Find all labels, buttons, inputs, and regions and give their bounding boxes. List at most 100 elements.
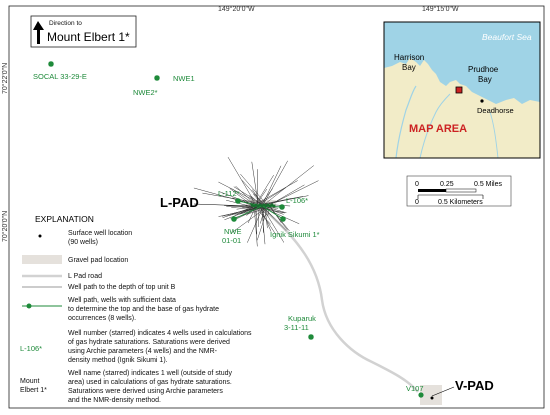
scale-mi-05: 0.5 Miles: [474, 181, 503, 188]
legend-star-1: of gas hydrate saturations. Saturations …: [68, 339, 230, 346]
coord-top-left: 149°20'0"W: [218, 5, 255, 13]
well-path: [218, 181, 262, 205]
legend-surface-sub: (90 wells): [68, 239, 98, 246]
label-ignik: Ignik Sikumi 1*: [270, 230, 320, 239]
well-path: [256, 207, 268, 241]
well-path: [227, 156, 258, 208]
label-nwe-b: 01-01: [222, 236, 241, 245]
map-frame: [8, 5, 545, 409]
legend-sufficient-1: to determine the top and the base of gas…: [68, 306, 219, 313]
legend-name-2: Saturations were derived using Archie pa…: [68, 388, 223, 395]
well-socal[interactable]: [47, 60, 55, 68]
scale-km-0: 0: [415, 199, 419, 206]
label-nwe2: NWE2*: [133, 88, 158, 97]
v-pad-leader: [431, 386, 455, 397]
well-path: [262, 165, 282, 205]
label-v107: V107: [406, 384, 424, 393]
well-path: [257, 204, 260, 228]
legend-star-0: Well number (starred) indicates 4 wells …: [68, 330, 252, 337]
well-path: [257, 187, 287, 206]
legend-sufficient-0: Well path, wells with sufficient data: [68, 297, 176, 304]
inset-river-3: [489, 111, 499, 159]
inset-map: Beaufort Sea Harrison Bay Prudhoe Bay De…: [383, 21, 541, 159]
map-area-marker: [455, 86, 463, 94]
surface-well-v: [430, 396, 434, 400]
gravel-pad-v: [420, 385, 442, 405]
well-path: [255, 174, 274, 205]
well-path: [235, 185, 256, 205]
well-path: [249, 195, 256, 206]
legend-surface: Surface well location: [68, 230, 132, 237]
label-nwe1: NWE1: [173, 74, 195, 83]
well-path: [259, 165, 314, 208]
coord-top-right: 149°15'0"W: [422, 5, 459, 13]
well-l106[interactable]: [279, 204, 285, 210]
legend-name-key-a: Mount: [20, 378, 40, 385]
well-path: [262, 160, 288, 207]
legend-sufficient-dot: [26, 303, 32, 309]
inset-land: [384, 58, 540, 158]
well-ignik[interactable]: [280, 216, 286, 222]
legend-title: EXPLANATION: [35, 214, 94, 224]
legend-sufficient-2: occurrences (8 wells).: [68, 315, 136, 322]
well-path: [230, 207, 267, 234]
inset-sea: Beaufort Sea: [482, 32, 532, 42]
legend-star-2: using Archie parameters (4 wells) and th…: [68, 348, 218, 355]
well-nwe[interactable]: [153, 74, 161, 82]
well-path: [256, 188, 268, 205]
scale-mi-0: 0: [415, 181, 419, 188]
inset-deadhorse: Deadhorse: [477, 106, 514, 115]
well-path: [264, 206, 268, 229]
inset-river: [395, 85, 417, 159]
coord-lat-mid: 70°20'0"N: [1, 211, 9, 242]
well-path: [261, 203, 291, 207]
inset-harrison-a: Harrison: [394, 53, 424, 62]
label-socal: SOCAL 33-29-E: [33, 72, 87, 81]
label-kuparuk-a: Kuparuk: [288, 314, 316, 323]
l-pad-leader: [193, 203, 251, 207]
label-nwe-a: NWE: [224, 227, 242, 236]
direction-arrow-icon: [33, 21, 44, 44]
label-kuparuk-b: 3-11-11: [284, 323, 309, 332]
legend-name-3: and the NMR-density method.: [68, 397, 161, 404]
well-kuparuk[interactable]: [307, 333, 315, 341]
direction-target: Mount Elbert 1*: [47, 30, 130, 44]
inset-map-area: MAP AREA: [409, 123, 467, 135]
well-v107[interactable]: [418, 392, 424, 398]
legend-name-key-b: Elbert 1*: [20, 387, 47, 394]
inset-river-2: [419, 93, 451, 159]
v-pad-label: V-PAD: [455, 378, 494, 393]
legend-star-3: density method (Ignik Sikumi 1).: [68, 357, 168, 364]
scale-bar: 0 0.25 0.5 Miles 0 0.5 Kilometers: [406, 175, 512, 207]
scale-km-05: 0.5 Kilometers: [438, 199, 483, 206]
legend-star-key: L-106*: [20, 344, 42, 353]
well-l112[interactable]: [235, 198, 241, 204]
well-path: [267, 203, 288, 231]
inset-prudhoe-a: Prudhoe: [468, 65, 499, 74]
well-paths-sufficient: [233, 200, 284, 220]
well-path: [259, 207, 285, 213]
well-nwe0101[interactable]: [231, 216, 237, 222]
legend-path: Well path to the depth of top unit B: [68, 284, 176, 291]
deadhorse-marker: [480, 99, 484, 103]
well-path: [253, 205, 258, 247]
well-path-sufficient: [261, 205, 284, 220]
well-path-sufficient: [233, 205, 263, 220]
legend-road: L Pad road: [68, 273, 102, 280]
legend: EXPLANATION Surface well location (90 we…: [20, 214, 252, 404]
legend-gravel: Gravel pad location: [68, 257, 128, 264]
inset-harrison-b: Bay: [402, 63, 416, 72]
legend-gravel-icon: [22, 255, 62, 264]
well-path: [255, 180, 298, 205]
legend-surface-icon: [38, 234, 42, 238]
l-pad-road: [261, 207, 419, 393]
legend-name-1: area) used in calculations of gas hydrat…: [68, 379, 232, 386]
scale-mi-025: 0.25: [440, 181, 454, 188]
coord-lat-top: 70°22'0"N: [1, 63, 9, 94]
direction-label: Direction to: [49, 20, 82, 27]
well-path: [263, 207, 287, 231]
well-path: [230, 207, 270, 220]
well-path: [266, 184, 305, 208]
label-l106: L-106*: [286, 196, 308, 205]
